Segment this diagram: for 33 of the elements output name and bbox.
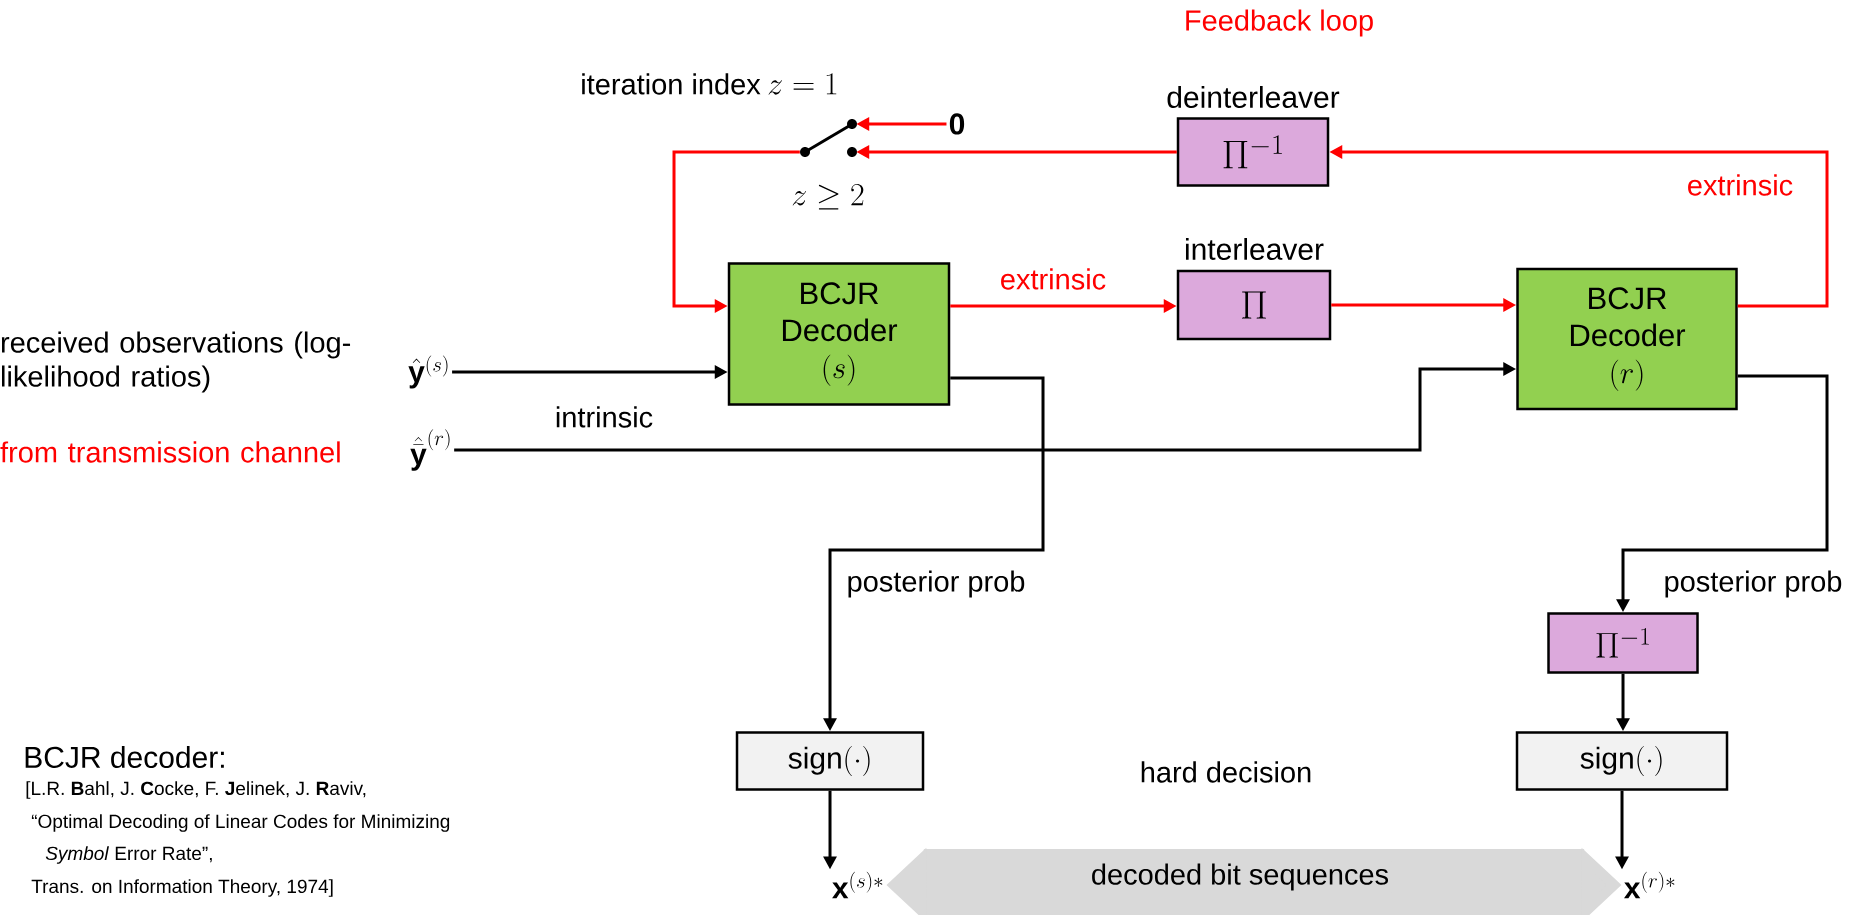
switch-label: $z = 1$: [768, 73, 837, 95]
input-symbol: $\hat{\mathbf{y}}^{(s)}$: [408, 355, 448, 389]
reference-text: Symbol Error Rate”,: [45, 846, 212, 864]
reference-text: [L.R. Bahl, J. Cocke, F. Jelinek, J. Raviv,: [26, 781, 366, 799]
annotation-text: Feedback loop: [1186, 9, 1373, 37]
annotation-text: received observations (log-likelihood ratios): [1, 331, 351, 393]
interleaver-box: $\Pi^{-1}$: [1176, 117, 1330, 187]
box-heading: interleaver: [1186, 238, 1324, 260]
input-symbol: $\mathbf{0}$: [949, 113, 965, 135]
interleaver-box: $\Pi^{-1}$: [1547, 612, 1699, 674]
annotation-text: intrinsic: [556, 406, 653, 428]
output-symbol: $\mathbf{x}^{(r)*}$: [1624, 871, 1675, 899]
edge-label: extrinsic: [1684, 172, 1796, 198]
edge-label: extrinsic: [997, 266, 1109, 292]
switch-label: iteration index: [582, 73, 761, 95]
annotation-text: from transmission channel: [0, 441, 340, 463]
switch-label: $z \geq 2$: [792, 184, 864, 210]
edge-label: decoded bit sequences: [1088, 861, 1392, 893]
annotation-text: hard decision: [1141, 761, 1311, 783]
decision-box: $\mathrm{sign}(\cdot)$: [735, 731, 925, 791]
decision-box: $\mathrm{sign}(\cdot)$: [1515, 731, 1729, 791]
switch-drawing: [800, 119, 857, 157]
box-heading: deinterleaver: [1167, 86, 1340, 108]
heading: BCJR decoder:: [25, 746, 224, 768]
output-symbol: $\mathbf{x}^{(s)*}$: [832, 871, 883, 899]
reference-text: Trans. on Information Theory, 1974]: [31, 879, 333, 897]
decoder-box: BCJR Decoder $(s)$: [727, 262, 951, 406]
interleaver-box: $\Pi$: [1176, 269, 1332, 341]
input-symbol: $\hat{\bar{\mathbf{y}}}^{(r)}$: [410, 429, 450, 471]
edge-label: posterior prob: [1661, 568, 1845, 600]
edge-label: posterior prob: [844, 568, 1028, 600]
decoder-box: BCJR Decoder $(r)$: [1516, 267, 1738, 411]
reference-text: “Optimal Decoding of Linear Codes for Minimizing: [31, 814, 450, 832]
